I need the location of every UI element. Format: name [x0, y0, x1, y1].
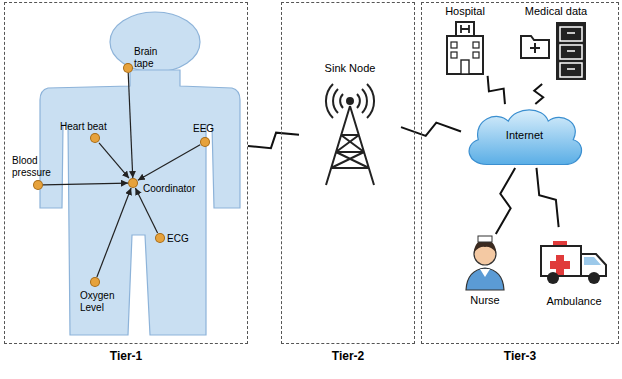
tier-label: Tier-2 [332, 350, 364, 362]
tower-frame [326, 106, 374, 185]
window [451, 42, 457, 48]
radio-waves [357, 84, 374, 118]
tier-label: Tier-3 [504, 350, 536, 362]
sensor-label: Blood pressure [12, 155, 62, 179]
wireless-link [496, 168, 515, 234]
wireless-link [488, 76, 505, 104]
drawer [560, 45, 582, 59]
handles [567, 33, 575, 69]
tier-panel: Tier-3HospitalMedical dataInternetNurseA… [422, 3, 618, 343]
tier-panel: Tier-2Sink Node [282, 3, 414, 343]
wireless-link [248, 133, 299, 148]
wheel [588, 272, 600, 284]
wireless-link [534, 84, 543, 104]
nurse-body [466, 268, 504, 290]
medical-data-icon [521, 22, 586, 80]
tier-label: Tier-1 [110, 350, 142, 362]
internet-cloud: Internet [462, 105, 587, 167]
sensor-arrow [135, 188, 157, 233]
node-label: Ambulance [546, 295, 601, 307]
drawer [560, 27, 582, 41]
wireless-link [536, 168, 558, 227]
node-label: Sink Node [325, 62, 376, 74]
sensor-node: ECG [156, 234, 164, 242]
sensor-node: EEG [201, 138, 209, 146]
sensor-arrow [128, 73, 133, 178]
folder [521, 36, 549, 58]
collar [480, 269, 490, 277]
building [447, 36, 483, 74]
wireless-link [401, 123, 461, 136]
tier-panel: Tier-1Brain tapeHeart beatEEGBlood press… [5, 3, 247, 343]
ambulance-node: Ambulance [535, 228, 613, 308]
sensor-arrow [43, 183, 128, 185]
sensor-arrow [138, 145, 200, 180]
nurse-cap [478, 236, 492, 242]
sensor-node: Heart beat [91, 134, 99, 142]
medical-data-node: Medical data [515, 3, 597, 83]
sensor-arrow [97, 188, 131, 277]
radio-waves [326, 84, 343, 118]
wheel [547, 272, 559, 284]
sensor-node: Blood pressure [34, 181, 42, 189]
sensor-label: Oxygen Level [80, 290, 124, 314]
sensor-label: EEG [193, 123, 214, 135]
hospital-icon [447, 22, 483, 74]
cloud-label: Internet [506, 129, 543, 141]
plus-sign [530, 43, 540, 53]
node-label: Medical data [525, 5, 587, 17]
sensor-node: Oxygen Level [91, 278, 99, 286]
head-shape [110, 12, 200, 72]
node-label: Hospital [445, 5, 485, 17]
h-symbol [461, 25, 469, 33]
tower-icon [326, 84, 374, 185]
window [473, 42, 479, 48]
sink-node: Sink Node [300, 60, 400, 187]
nurse-icon [466, 236, 504, 290]
sensor-label: Brain tape [134, 46, 170, 70]
sensor-label: ECG [167, 233, 189, 245]
drawer [560, 63, 582, 77]
door [461, 60, 469, 74]
window [451, 52, 457, 58]
hospital-node: Hospital [435, 3, 495, 75]
antenna-tip [347, 98, 353, 104]
drawers [560, 27, 582, 77]
cloud-shape [469, 110, 581, 165]
sensor-node: Brain tape [124, 64, 132, 72]
window [473, 52, 479, 58]
body-shape [40, 70, 240, 335]
ambulance-body [541, 246, 581, 276]
node-label: Nurse [470, 294, 499, 306]
coordinator-label: Coordinator [143, 183, 195, 195]
human-body [40, 12, 240, 335]
cab-window [584, 257, 601, 265]
coordinator-node: Coordinator [129, 179, 137, 187]
sensor-label: Heart beat [60, 121, 107, 133]
sensor-arrow [99, 143, 129, 178]
cabinet [556, 22, 586, 80]
nurse-node: Nurse [455, 235, 515, 307]
ambulance-icon [541, 241, 606, 284]
sign [456, 22, 474, 36]
